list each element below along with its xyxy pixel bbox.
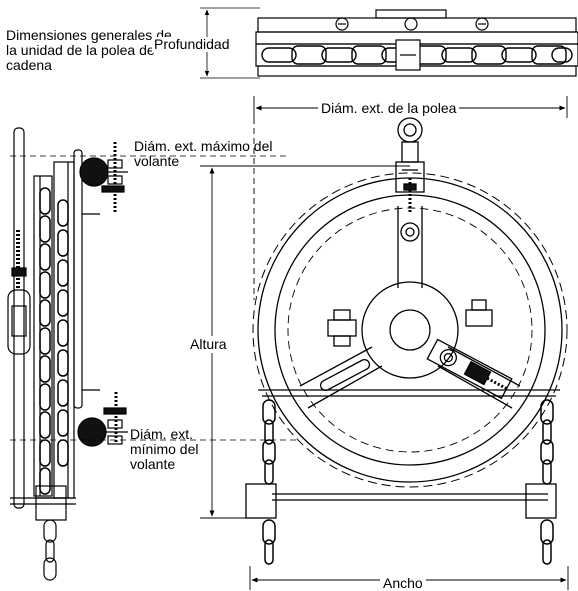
top-view bbox=[200, 7, 578, 79]
width-label: Ancho bbox=[380, 576, 426, 591]
diagram-title: Dimensiones generales de la unidad de la… bbox=[6, 27, 172, 73]
height-label: Altura bbox=[188, 336, 229, 353]
dimension-lines bbox=[200, 96, 569, 590]
side-view-refs bbox=[10, 155, 300, 441]
handwheel-max-od-label: Diám. ext. máximo del volante bbox=[134, 138, 273, 169]
side-view bbox=[7, 127, 128, 581]
front-view bbox=[245, 117, 568, 565]
handwheel-min-od-label: Diám. ext. mínimo del volante bbox=[130, 426, 199, 472]
pulley-od-label: Diám. ext. de la polea bbox=[318, 101, 460, 116]
front-chain-right bbox=[540, 399, 554, 565]
top-chain bbox=[261, 45, 573, 65]
depth-label: Profundidad bbox=[152, 36, 232, 52]
front-chain-left bbox=[262, 399, 276, 565]
